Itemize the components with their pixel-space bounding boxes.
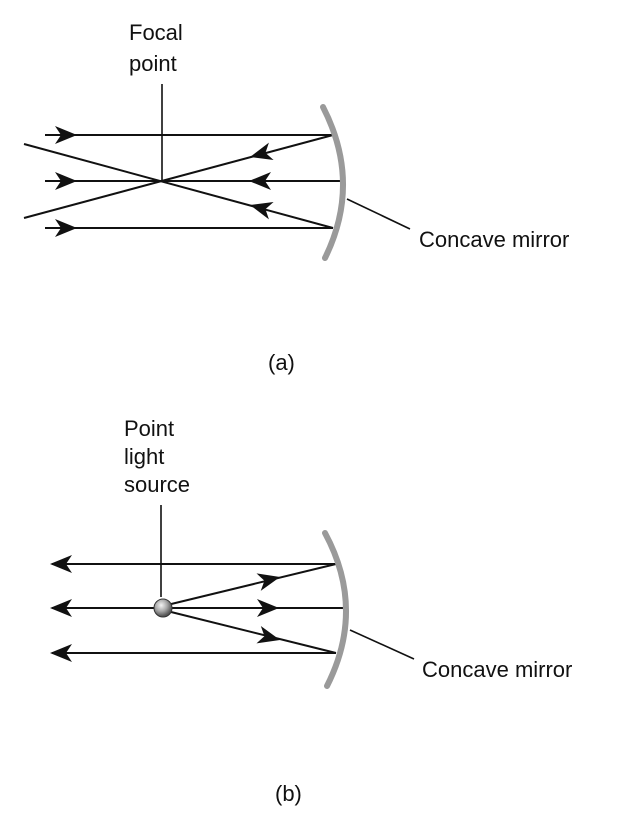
arrow-right-bottom (55, 219, 77, 237)
caption-a: (a) (268, 350, 295, 375)
arrow-left-top (50, 555, 72, 573)
arrow-left-bottom (50, 644, 72, 662)
arrow-left-lower-diagonal (250, 202, 274, 220)
source-ray-lower (162, 609, 337, 654)
concave-mirror-a (320, 104, 346, 261)
concave-mirror-label-b: Concave mirror (422, 657, 572, 682)
arrow-right-top (55, 126, 77, 144)
arrow-left-upper-diagonal (250, 142, 274, 160)
point-light-source-label: Point light source (124, 416, 190, 497)
source-ray-upper (162, 563, 337, 607)
arrow-right-lower-diagonal (256, 625, 280, 644)
arrow-right-upper-diagonal (256, 573, 280, 591)
reflected-ray-top (23, 134, 334, 219)
concave-mirror-leader-a (346, 198, 411, 230)
concave-mirror-leader-b (349, 629, 415, 660)
arrow-left-middle (249, 172, 271, 190)
point-light-source (153, 598, 173, 618)
arrow-left-middle-b (50, 599, 72, 617)
arrow-right-middle-b (257, 599, 279, 617)
reflected-ray-bottom (23, 143, 334, 229)
arrow-right-middle (55, 172, 77, 190)
caption-b: (b) (275, 781, 302, 806)
focal-point-label: Focal point (129, 20, 189, 76)
concave-mirror-label-a: Concave mirror (419, 227, 569, 252)
panel-a: Focal point Concave mirror (a) (23, 20, 569, 375)
concave-mirror-b (322, 530, 349, 689)
panel-b: Point light source Concave mirror (b) (50, 416, 572, 806)
